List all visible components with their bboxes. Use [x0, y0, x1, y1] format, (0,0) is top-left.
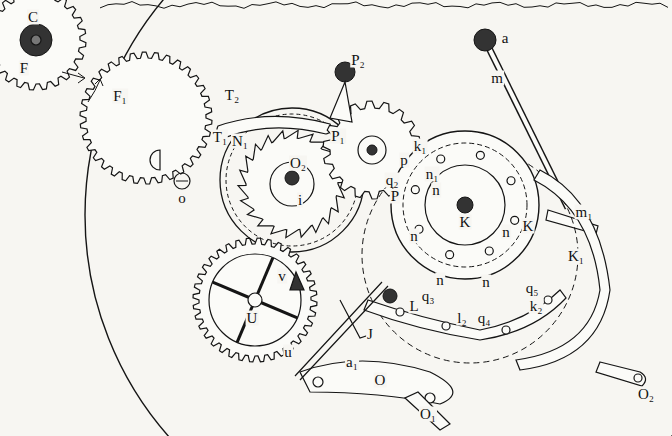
arbor-k [457, 197, 473, 213]
gear-u-rim [209, 254, 301, 346]
arbor-c [20, 24, 52, 56]
pin-n [485, 247, 493, 255]
part-letter: n₁ [425, 167, 440, 182]
hub-p1 [358, 136, 386, 164]
arbor-p1 [367, 145, 377, 155]
pin-n [476, 151, 484, 159]
part-letter: n [501, 225, 511, 240]
wheel-k-ring [403, 143, 527, 267]
arbor-center [31, 35, 41, 45]
part-letter: q₃ [421, 289, 436, 304]
wheel-k-outer [391, 131, 539, 279]
part-letter: m₁ [575, 205, 594, 220]
part-letter: n [409, 229, 419, 244]
stop-piece [150, 150, 160, 170]
barrel-arbor [285, 171, 299, 185]
part-letter: m [490, 71, 504, 86]
gear-c [0, 0, 86, 90]
part-letter: P₂ [350, 53, 366, 68]
part-letter: O₁ [419, 407, 437, 422]
part-letter: L [408, 299, 419, 314]
gear-u [193, 238, 317, 362]
part-letter: n [431, 183, 441, 198]
arm-o1 [405, 392, 450, 430]
part-letter: a₁ [345, 355, 359, 370]
part-letter: F [19, 61, 29, 76]
gear-f1 [80, 52, 212, 184]
wheel-k-inner [425, 165, 505, 245]
pin-n [411, 186, 419, 194]
pivot-a [474, 29, 496, 51]
lever-o [300, 361, 453, 404]
part-letter: K [459, 215, 472, 230]
part-letter: O [374, 373, 387, 388]
part-letter: k₁ [413, 139, 428, 154]
pivot-o2 [634, 374, 642, 382]
part-letter: q₅ [525, 281, 540, 296]
pin-q [442, 322, 450, 330]
part-letter: T₂ [224, 88, 240, 103]
part-letter: C [27, 10, 39, 25]
part-letter: o [177, 191, 187, 206]
part-letter: k₂ [529, 299, 544, 314]
part-letter: P [390, 189, 400, 204]
spring-j [295, 282, 388, 380]
click-p2 [330, 82, 352, 122]
torn-edge [100, 2, 668, 9]
part-letter: p [399, 153, 409, 168]
pin-q [544, 296, 552, 304]
pivot [313, 377, 323, 387]
pivot-j [383, 289, 397, 303]
part-letter: l₂ [456, 311, 467, 326]
screw-o [174, 173, 190, 189]
ring-k1 [516, 170, 610, 370]
pawl-v [290, 272, 304, 290]
part-letter: a [501, 31, 510, 46]
pin-q [502, 326, 510, 334]
part-letter: n [481, 275, 491, 290]
barrel-inner [226, 114, 358, 246]
part-letter: v [277, 269, 287, 284]
part-letter: P₁ [330, 129, 346, 144]
part-letter: U [246, 311, 259, 326]
pin-n [437, 155, 445, 163]
rotation-arrow [62, 72, 85, 83]
part-letter: J [366, 327, 374, 342]
arm-o2 [596, 362, 646, 386]
pin-n [446, 251, 454, 259]
part-letter: q₄ [477, 311, 492, 326]
part-letter: T₁ [212, 130, 228, 145]
gear-u-hub [248, 293, 262, 307]
part-letter: K₁ [567, 249, 585, 264]
pin-n [507, 177, 515, 185]
part-letter: n [435, 273, 445, 288]
part-letter: i [297, 193, 303, 208]
part-letter: O₂ [637, 387, 655, 402]
pin-q [396, 308, 404, 316]
screw-slot [176, 181, 188, 182]
pin-n [511, 216, 519, 224]
rotation-arrow [88, 79, 103, 102]
part-letter: O₂ [289, 156, 307, 171]
part-letter: F₁ [112, 89, 128, 104]
part-letter: u [283, 345, 293, 360]
part-letter: K [522, 219, 535, 234]
lever-l [364, 290, 566, 340]
part-letter: N₁ [231, 134, 249, 149]
part-letter: q₂ [385, 173, 400, 188]
